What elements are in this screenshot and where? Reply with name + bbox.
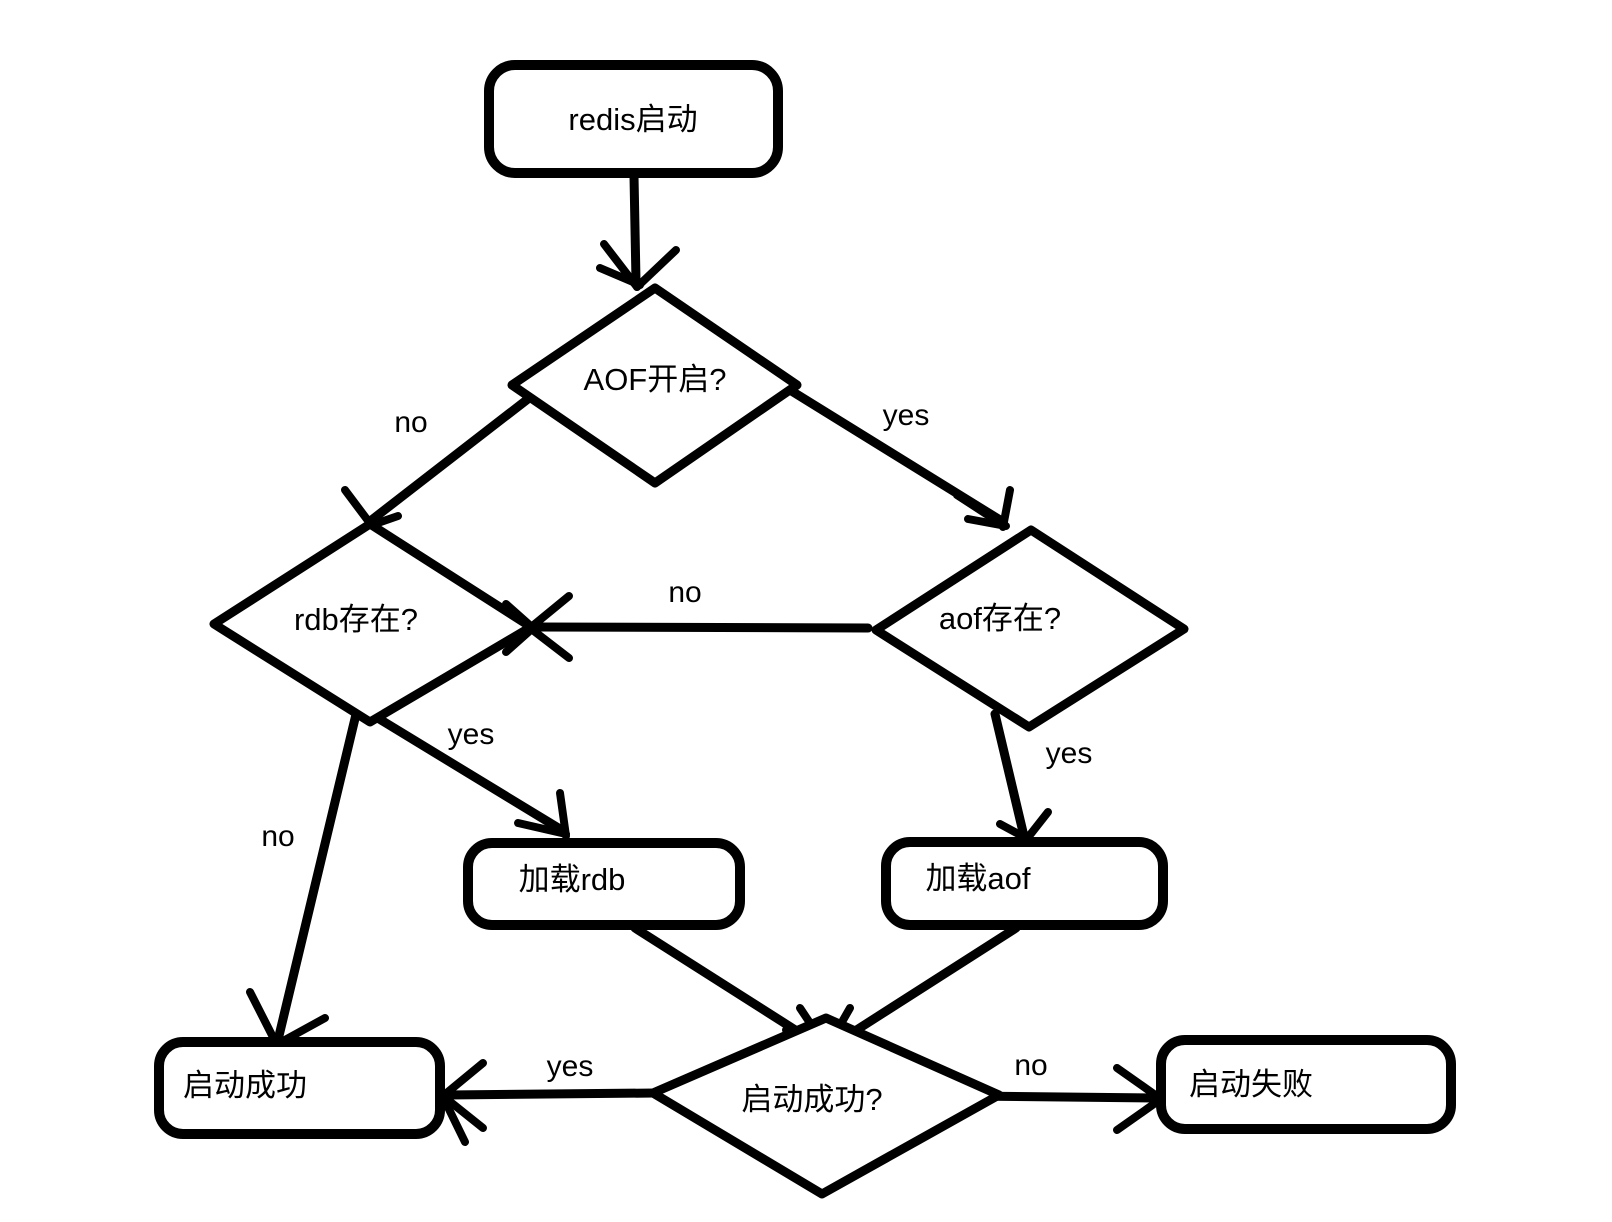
node-load-rdb-shape[interactable]: [463, 838, 745, 930]
edge-label-aof-exists-yes: yes: [1046, 737, 1093, 770]
edge-label-aof-enabled-yes: yes: [883, 399, 930, 432]
node-load-aof-label: 加载aof: [925, 861, 1030, 896]
edge-label-rdb-exists-no: no: [261, 820, 294, 853]
node-start-ok-q-shape[interactable]: [648, 1013, 1004, 1199]
node-load-aof[interactable]: 加载aof: [881, 837, 1168, 930]
node-start[interactable]: redis启动: [484, 60, 783, 178]
node-load-rdb-label: 加载rdb: [519, 862, 626, 897]
edge-label-start-ok-q-no: no: [1014, 1049, 1047, 1082]
node-start-ok-q[interactable]: 启动成功?: [648, 1013, 1004, 1199]
edge-label-aof-enabled-no: no: [394, 406, 427, 439]
node-start-ok-label: 启动成功: [183, 1068, 307, 1103]
edge-label-rdb-exists-yes: yes: [448, 718, 495, 751]
node-start-ok-shape[interactable]: [154, 1037, 445, 1139]
node-start-shape[interactable]: [484, 60, 783, 178]
node-aof-exists-shape[interactable]: [871, 525, 1189, 732]
node-start-label: redis启动: [568, 102, 697, 137]
node-rdb-exists-shape[interactable]: [209, 519, 536, 727]
node-load-aof-shape[interactable]: [881, 837, 1168, 930]
edge-label-aof-exists-no: no: [668, 576, 701, 609]
edge-rdb-exists-to-load-rdb: [353, 701, 570, 840]
node-aof-enabled-label: AOF开启?: [584, 362, 727, 397]
node-load-rdb[interactable]: 加载rdb: [463, 838, 745, 930]
node-start-ok[interactable]: 启动成功: [154, 1037, 445, 1139]
edge-label-start-ok-q-yes: yes: [547, 1050, 594, 1083]
node-start-ok-q-label: 启动成功?: [741, 1082, 882, 1117]
edge-start-ok-q-to-start-ok: [439, 1059, 660, 1146]
node-aof-enabled[interactable]: AOF开启?: [507, 283, 802, 488]
edge-rdb-exists-to-start-ok: [246, 701, 363, 1050]
node-aof-exists-label: aof存在?: [939, 601, 1061, 636]
node-start-fail-label: 启动失败: [1189, 1067, 1313, 1102]
node-rdb-exists-label: rdb存在?: [294, 602, 418, 637]
node-start-fail-shape[interactable]: [1156, 1035, 1456, 1134]
node-start-fail[interactable]: 启动失败: [1156, 1035, 1456, 1134]
node-aof-enabled-shape[interactable]: [507, 283, 802, 488]
node-rdb-exists[interactable]: rdb存在?: [209, 519, 536, 727]
edge-aof-exists-to-load-aof: [990, 709, 1052, 844]
edge-start-to-aof-enabled: [596, 171, 680, 291]
node-aof-exists[interactable]: aof存在?: [871, 525, 1189, 732]
